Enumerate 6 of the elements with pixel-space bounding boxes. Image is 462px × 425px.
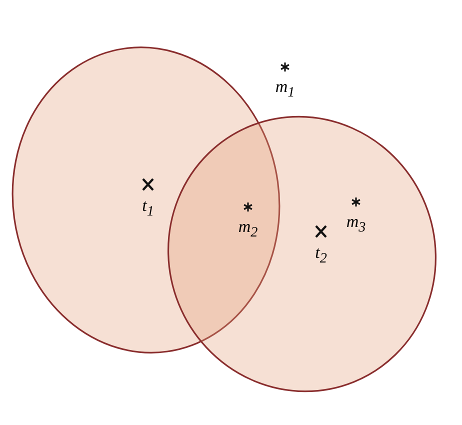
point-label: t$_{2}$ bbox=[315, 244, 327, 266]
point-label: m$_{1}$ bbox=[275, 78, 295, 100]
point-label: m$_{3}$ bbox=[346, 213, 366, 235]
point-label: m$_{2}$ bbox=[238, 218, 258, 240]
ellipse-region bbox=[167, 116, 436, 392]
point-label: t$_{1}$ bbox=[142, 197, 154, 219]
